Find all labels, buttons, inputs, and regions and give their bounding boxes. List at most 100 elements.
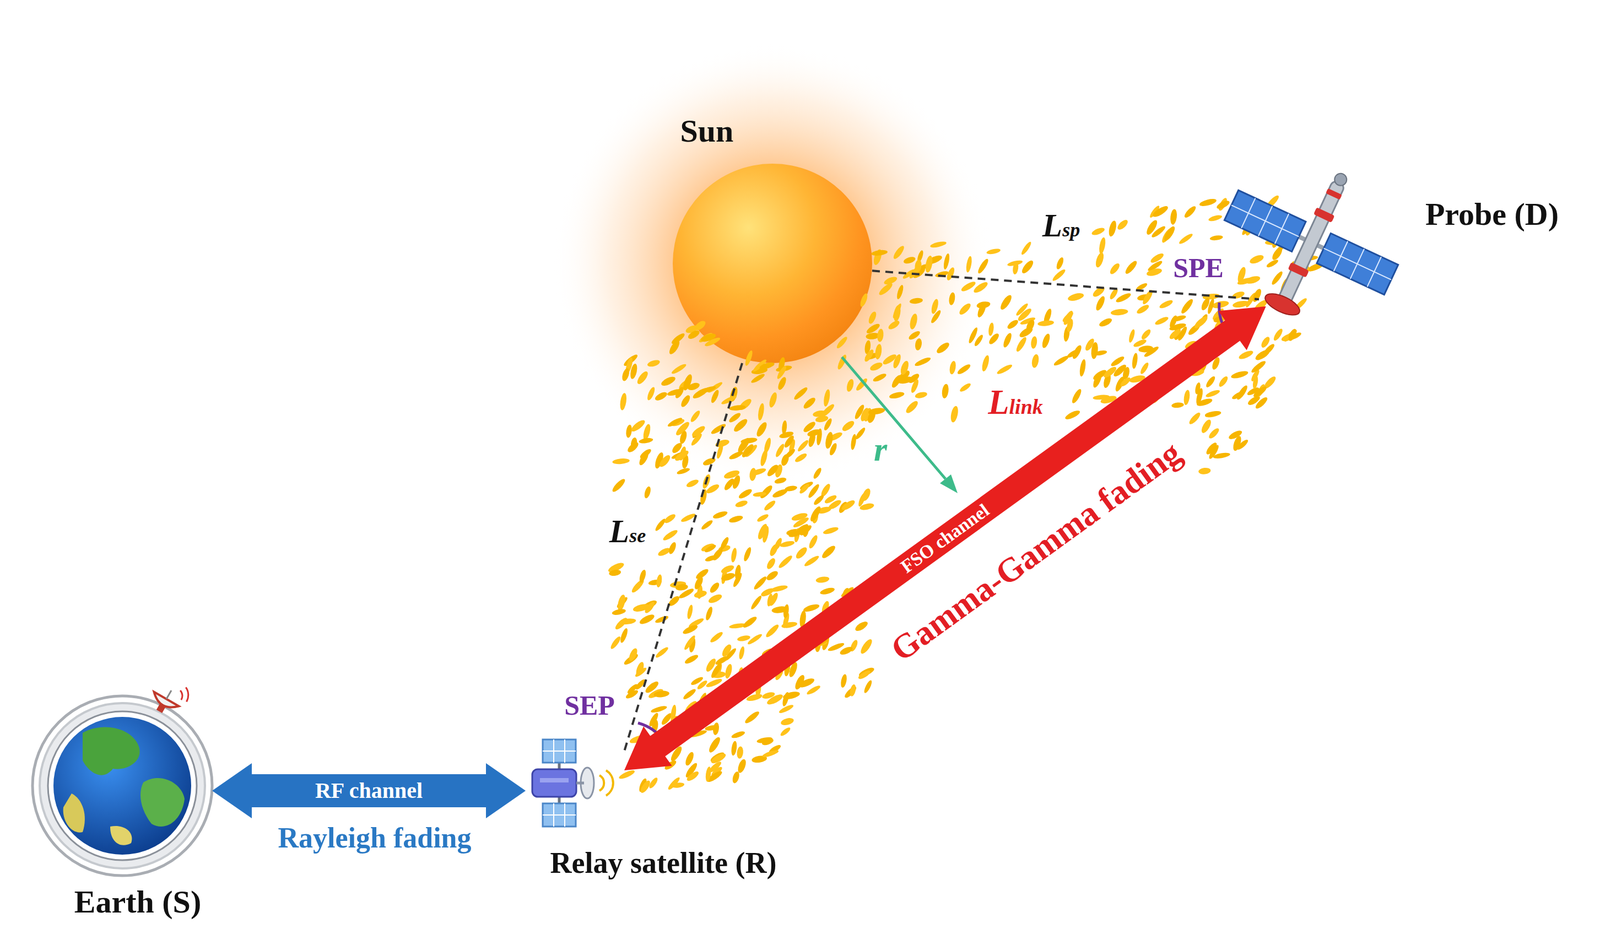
particle (760, 737, 775, 747)
particle (1204, 409, 1222, 419)
particle (857, 668, 872, 681)
particle (736, 746, 744, 759)
particle (934, 269, 949, 279)
particle (1131, 352, 1139, 370)
particle (960, 279, 977, 294)
particle (709, 630, 724, 644)
particle (1132, 338, 1148, 349)
particle (934, 340, 951, 355)
particle (1287, 327, 1299, 343)
particle (1115, 291, 1133, 304)
particle (1215, 198, 1231, 211)
edge-label: FSO channel (896, 499, 993, 577)
particle (676, 466, 691, 476)
particle (1055, 256, 1065, 270)
particle (742, 546, 753, 562)
particle (643, 600, 657, 615)
particle (699, 384, 717, 394)
particle (967, 326, 980, 345)
particle (1206, 298, 1216, 315)
particle (700, 519, 715, 532)
particle (1231, 299, 1250, 309)
particle (731, 770, 741, 785)
particle (849, 683, 857, 697)
particle (840, 498, 857, 512)
particle (667, 541, 678, 555)
particle (1078, 358, 1087, 377)
particle (1066, 347, 1082, 360)
particle (820, 543, 837, 560)
particle (1204, 388, 1221, 399)
particle (759, 449, 769, 467)
particle (653, 689, 670, 698)
particle (710, 422, 728, 436)
particle (1016, 306, 1034, 323)
particle (1019, 240, 1033, 257)
earth-globe (53, 716, 192, 855)
particle (892, 244, 906, 261)
particle (765, 557, 777, 571)
particle (638, 612, 656, 626)
particle (777, 703, 794, 715)
particle (609, 635, 623, 651)
particle (1051, 267, 1067, 283)
panel-grid (542, 739, 576, 763)
particle (794, 545, 809, 561)
particle (822, 525, 840, 535)
particle (1037, 319, 1055, 327)
particle (806, 482, 821, 499)
particle (645, 386, 656, 402)
dashed-line (624, 363, 743, 752)
particle (714, 654, 731, 667)
continent (82, 727, 140, 776)
particle (1192, 314, 1210, 331)
particle (1169, 208, 1178, 226)
particle (741, 614, 759, 630)
particle (683, 652, 700, 666)
particle (824, 431, 835, 450)
particle (1090, 226, 1106, 237)
solar-wind-particles (607, 193, 1325, 795)
earth-ring (32, 695, 213, 876)
particle (743, 709, 761, 725)
particle (678, 430, 689, 445)
particle (1018, 325, 1035, 340)
probe-node: Probe (D) (1258, 176, 1394, 307)
node-label: Sun (680, 113, 734, 149)
probe-ring (1287, 262, 1310, 278)
continent (140, 777, 185, 827)
particle (1162, 224, 1177, 243)
particle (638, 569, 647, 584)
particle (1230, 369, 1250, 381)
particle (858, 292, 869, 308)
particle (1250, 359, 1268, 375)
particle (653, 390, 669, 403)
particle (655, 574, 663, 588)
particle (808, 505, 823, 523)
particle (839, 645, 854, 657)
particle (872, 371, 888, 383)
particle (687, 328, 701, 341)
particle (929, 240, 947, 249)
particle (899, 359, 911, 376)
particle (792, 385, 809, 402)
particle (1168, 327, 1183, 341)
particle (611, 477, 627, 494)
particle (682, 687, 697, 701)
particle (749, 466, 767, 477)
continent (110, 825, 132, 846)
particle (781, 620, 798, 630)
particle (958, 381, 972, 393)
particle (740, 436, 758, 445)
particle (681, 373, 694, 392)
particle (1094, 295, 1107, 312)
particle (853, 619, 870, 634)
particle (768, 391, 779, 409)
particle (730, 730, 746, 740)
particle (625, 424, 633, 439)
particle (1217, 374, 1230, 388)
particle (1262, 342, 1277, 357)
particle (637, 450, 651, 467)
particle (1138, 344, 1154, 354)
particle (1006, 318, 1020, 331)
